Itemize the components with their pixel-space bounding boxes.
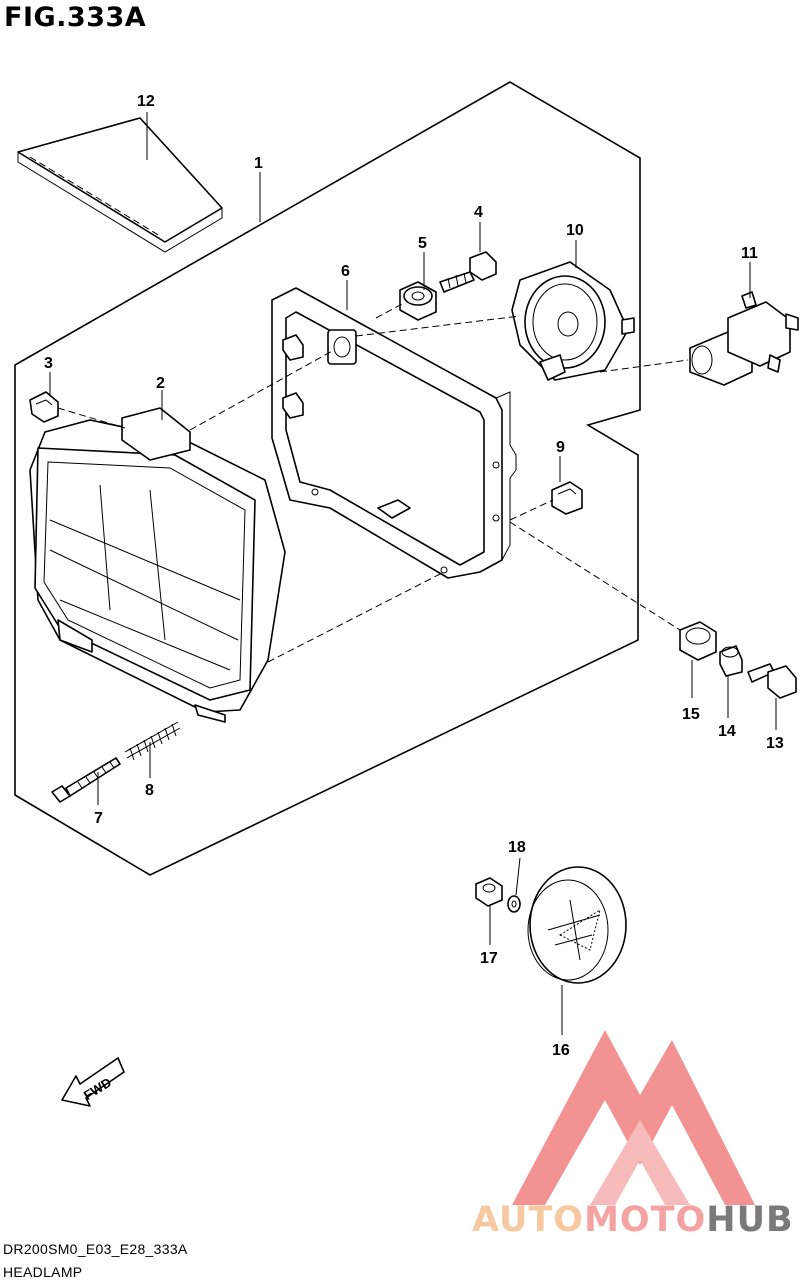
callout-2: 2 (156, 375, 165, 392)
callout-17: 17 (480, 950, 498, 967)
screw-part-7 (65, 757, 121, 797)
callout-labels: 1 2 3 4 5 6 7 8 9 10 11 12 13 14 15 16 1… (44, 93, 784, 1059)
callout-4: 4 (474, 204, 483, 221)
diagram-code: DR200SM0_E03_E28_333A (3, 1241, 188, 1257)
grommet-part-15 (679, 621, 717, 661)
pad-part (17, 117, 223, 243)
callout-7: 7 (94, 810, 103, 827)
leader-lines (49, 112, 777, 1035)
clip-part-3 (29, 391, 59, 423)
callout-10: 10 (566, 222, 584, 239)
callout-13: 13 (766, 735, 784, 752)
clip-part-9 (551, 481, 583, 515)
callout-12: 12 (137, 93, 155, 110)
fwd-arrow: FWD (61, 1057, 125, 1107)
watermark-text: AUTOMOTOHUB (472, 1200, 794, 1240)
callout-9: 9 (556, 439, 565, 456)
callout-8: 8 (145, 782, 154, 799)
callout-5: 5 (418, 235, 427, 252)
reflector-part-16 (527, 866, 627, 984)
callout-1: 1 (254, 155, 263, 172)
assembly-boundary (14, 81, 641, 876)
callout-11: 11 (741, 245, 758, 262)
watermark-logo (512, 1030, 755, 1205)
callout-14: 14 (718, 723, 736, 740)
callout-18: 18 (508, 839, 526, 856)
spring-part-8 (124, 721, 181, 761)
washer-part-18 (507, 895, 521, 913)
diagram-name: HEADLAMP (3, 1264, 83, 1280)
collar-part-14 (719, 645, 743, 677)
callout-3: 3 (44, 355, 53, 372)
figure-title: FIG.333A (4, 2, 147, 33)
callout-6: 6 (341, 263, 350, 280)
callout-16: 16 (552, 1042, 570, 1059)
callout-15: 15 (682, 706, 700, 723)
